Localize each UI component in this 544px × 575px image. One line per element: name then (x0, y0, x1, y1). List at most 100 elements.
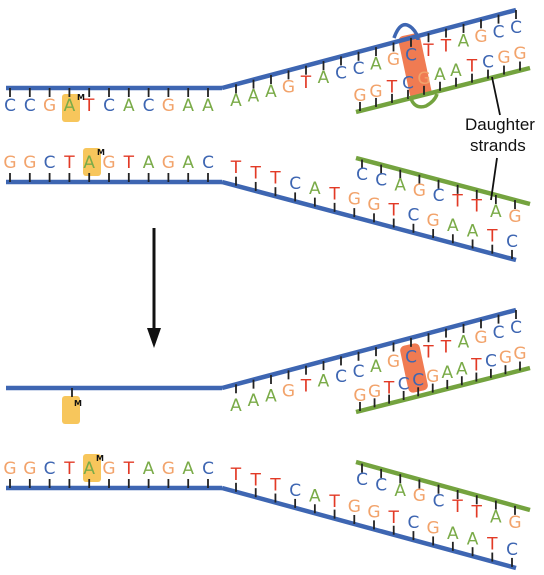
top-strand2-fork-base-4: A (309, 179, 321, 199)
bottom-daughter2-base-3: G (413, 486, 426, 506)
bottom-strand2-left-base-0: G (3, 459, 16, 479)
top-strand2-fork-base-11: A (447, 216, 459, 236)
top-daughter2-base-5: T (451, 191, 463, 211)
bottom-daughter1-base-9: C (485, 352, 497, 372)
parent-strand-2-fork-bottom (221, 485, 517, 571)
parent-strand-2-fork (221, 179, 517, 263)
bottom-strand1-fork-base-2: A (265, 386, 277, 406)
bottom-strand1-fork-base-5: A (318, 372, 330, 392)
top-strand2-left-base-5: G (102, 153, 115, 173)
bottom-strand1-fork-base-9: G (387, 352, 400, 372)
highlight-layer (62, 33, 432, 482)
daughter-strand-1 (355, 65, 531, 115)
top-strand2-fork-base-2: T (269, 169, 281, 189)
top-strand2-left-base-8: G (162, 153, 175, 173)
bottom-strand2-fork-base-5: T (328, 492, 340, 512)
bottom-strand2-fork-base-6: G (348, 497, 361, 517)
top-strand1-left-base-1: C (24, 96, 36, 116)
top-strand1-left-base-3: A (64, 96, 76, 116)
top-strand2-fork-base-9: C (407, 206, 419, 226)
top-strand2-fork-base-7: G (367, 195, 380, 215)
methyl-mark-1: M (77, 93, 85, 102)
bottom-strand2-left-base-1: G (23, 459, 36, 479)
bottom-strand2-fork-base-10: G (427, 519, 440, 539)
bottom-daughter1-base-0: G (353, 386, 366, 406)
methyl-tag-box-strand1 (62, 94, 80, 122)
bottom-strand1-fork-base-14: G (474, 328, 487, 348)
bottom-strand2-left-base-9: A (182, 459, 194, 479)
top-daughter2-base-2: A (394, 176, 406, 196)
top-strand1-left-base-4: T (83, 96, 95, 116)
methyl-tag-box-strand2 (83, 148, 101, 176)
top-strand1-left-base-8: G (162, 96, 175, 116)
bottom-strand2-fork-base-9: C (407, 513, 419, 533)
daughter-strands-label-line1: Daughter (465, 115, 535, 134)
bottom-daughter2-base-6: T (471, 502, 483, 522)
top-strand2-left-base-3: T (63, 153, 75, 173)
bottom-daughter2-base-5: T (451, 497, 463, 517)
top-strand1-fork-base-5: A (318, 68, 330, 88)
top-daughter2-base-7: A (490, 202, 502, 222)
bottom-daughter1-base-7: A (456, 359, 468, 379)
top-daughter2-base-4: C (433, 186, 445, 206)
top-daughter2-base-3: G (413, 181, 426, 201)
top-daughter1-base-10: G (513, 44, 526, 64)
top-strand2-left-base-10: C (202, 153, 214, 173)
label-pointer-line-lower (490, 157, 498, 201)
top-strand2-left-base-2: C (44, 153, 56, 173)
methyl-tag-box-strand1-bottom (62, 396, 80, 424)
top-strand1-fork-base-4: T (300, 73, 312, 93)
top-strand2-fork-base-10: G (427, 211, 440, 231)
bottom-daughter1-base-11: G (513, 344, 526, 364)
methyl-tag-box-strand2-bottom (83, 454, 101, 482)
methyl-mark-3: M (74, 399, 82, 408)
bottom-daughter2-base-0: C (356, 470, 368, 490)
top-strand1-fork-base-12: T (440, 36, 452, 56)
top-strand1-left-base-2: G (43, 96, 56, 116)
top-strand2-fork-base-13: T (486, 227, 498, 247)
top-strand1-left-base-5: C (103, 96, 115, 116)
top-strand2-left-base-1: G (23, 153, 36, 173)
tick-layer (9, 10, 521, 567)
top-strand1-fork-base-9: G (387, 50, 400, 70)
top-strand2-left-base-6: T (123, 153, 135, 173)
daughter-strand-2-bottom (355, 459, 531, 513)
top-daughter1-base-1: G (369, 82, 382, 102)
top-daughter1-base-3: C (402, 73, 414, 93)
top-strand2-fork-base-12: A (467, 221, 479, 241)
top-daughter1-base-7: T (466, 57, 478, 77)
top-daughter1-base-0: G (353, 86, 366, 106)
top-strand2-fork-base-3: C (289, 174, 301, 194)
bottom-daughter1-base-2: T (383, 378, 395, 398)
bottom-strand1-fork-base-12: T (440, 338, 452, 358)
top-strand2-fork-base-1: T (250, 163, 262, 183)
bottom-strand2-left-base-7: A (143, 459, 155, 479)
top-strand2-left-base-4: A (83, 153, 95, 173)
top-strand1-fork-base-0: A (230, 91, 242, 111)
top-strand2-fork-base-0: T (230, 158, 242, 178)
top-strand2-fork-base-8: T (388, 200, 400, 220)
bottom-daughter1-base-10: G (499, 348, 512, 368)
top-strand1-left-base-9: A (182, 96, 194, 116)
top-strand1-fork-base-16: C (510, 18, 522, 38)
bottom-strand2-fork-base-7: G (367, 503, 380, 523)
top-daughter1-base-8: C (482, 52, 494, 72)
bottom-daughter1-base-5: G (426, 367, 439, 387)
bottom-strand1-fork-base-0: A (230, 396, 242, 416)
bottom-strand2-left-base-4: A (83, 459, 95, 479)
bottom-strand1-fork-base-1: A (248, 391, 260, 411)
bottom-strand2-fork-base-0: T (230, 465, 242, 485)
bottom-strand1-fork-base-13: A (458, 333, 470, 353)
process-arrow-head (147, 328, 161, 348)
top-strand2-left-base-9: A (182, 153, 194, 173)
top-strand1-left-base-7: C (143, 96, 155, 116)
mismatch-repair-clamp-bottom (408, 93, 439, 109)
bottom-strand1-fork-base-4: T (300, 377, 312, 397)
bottom-strand1-fork-base-3: G (282, 381, 295, 401)
bottom-strand1-fork-base-7: C (353, 362, 365, 382)
methyl-mark-2: M (97, 148, 105, 157)
top-strand1-left-base-10: A (202, 96, 214, 116)
bottom-daughter2-base-8: G (508, 513, 521, 533)
bottom-strand2-left-base-3: T (63, 459, 75, 479)
